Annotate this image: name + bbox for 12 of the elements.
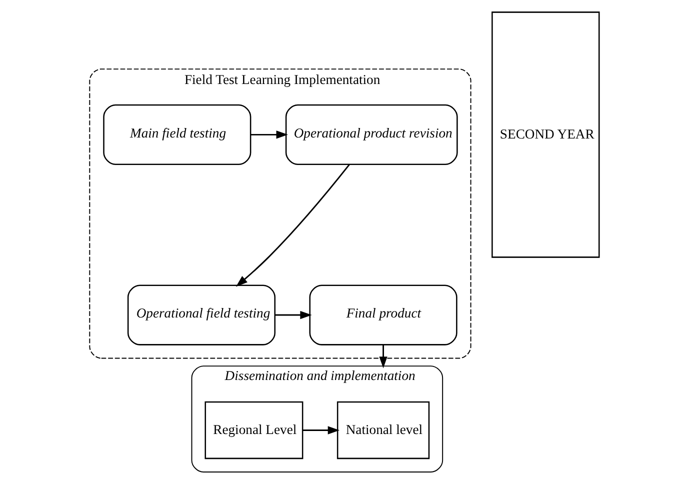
node-box: Regional Level <box>204 401 303 460</box>
node-box: SECOND YEAR <box>491 12 600 258</box>
arrow <box>250 130 288 139</box>
node-box: Operational product revision <box>284 104 458 165</box>
node-box: Operational field testing <box>126 284 275 346</box>
arrow <box>274 310 312 320</box>
arrow <box>302 426 340 434</box>
node-box: National level <box>336 401 430 460</box>
node-box: Final product <box>308 284 457 346</box>
arrow <box>378 344 387 368</box>
node-box: Main field testing <box>102 104 251 165</box>
arrow <box>235 164 350 287</box>
